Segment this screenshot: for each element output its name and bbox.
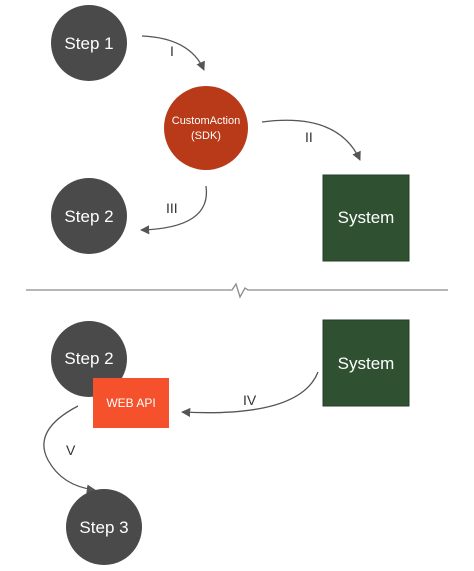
- node-step-3-label: Step 3: [79, 518, 128, 537]
- node-custom-action-label-line2: (SDK): [191, 130, 221, 142]
- node-system-top: System: [322, 174, 410, 262]
- node-system-top-label: System: [338, 208, 395, 227]
- node-step-1-label: Step 1: [64, 34, 113, 53]
- node-step-2-top-label: Step 2: [64, 207, 113, 226]
- edge-label-i: I: [170, 43, 174, 59]
- edge-label-ii: II: [305, 129, 313, 145]
- node-system-bottom: System: [322, 319, 410, 407]
- node-step-2-top: Step 2: [51, 178, 127, 254]
- edge-label-v: V: [66, 442, 76, 458]
- section-divider: [26, 282, 448, 299]
- node-web-api-label: WEB API: [106, 396, 155, 410]
- edge-label-iii: III: [166, 200, 178, 216]
- node-step-3: Step 3: [66, 489, 142, 565]
- node-custom-action: CustomAction (SDK): [164, 86, 248, 170]
- node-custom-action-label-line1: CustomAction: [172, 115, 240, 127]
- edge-iv: [181, 371, 319, 417]
- node-system-bottom-label: System: [338, 354, 395, 373]
- edge-v: [43, 405, 96, 494]
- edge-i: [141, 35, 205, 71]
- node-web-api: WEB API: [93, 378, 169, 428]
- edge-iii: [140, 185, 208, 235]
- node-step-1: Step 1: [51, 5, 127, 81]
- edge-ii: [261, 119, 361, 161]
- edge-label-iv: IV: [243, 392, 257, 408]
- node-step-2-bottom-label: Step 2: [64, 349, 113, 368]
